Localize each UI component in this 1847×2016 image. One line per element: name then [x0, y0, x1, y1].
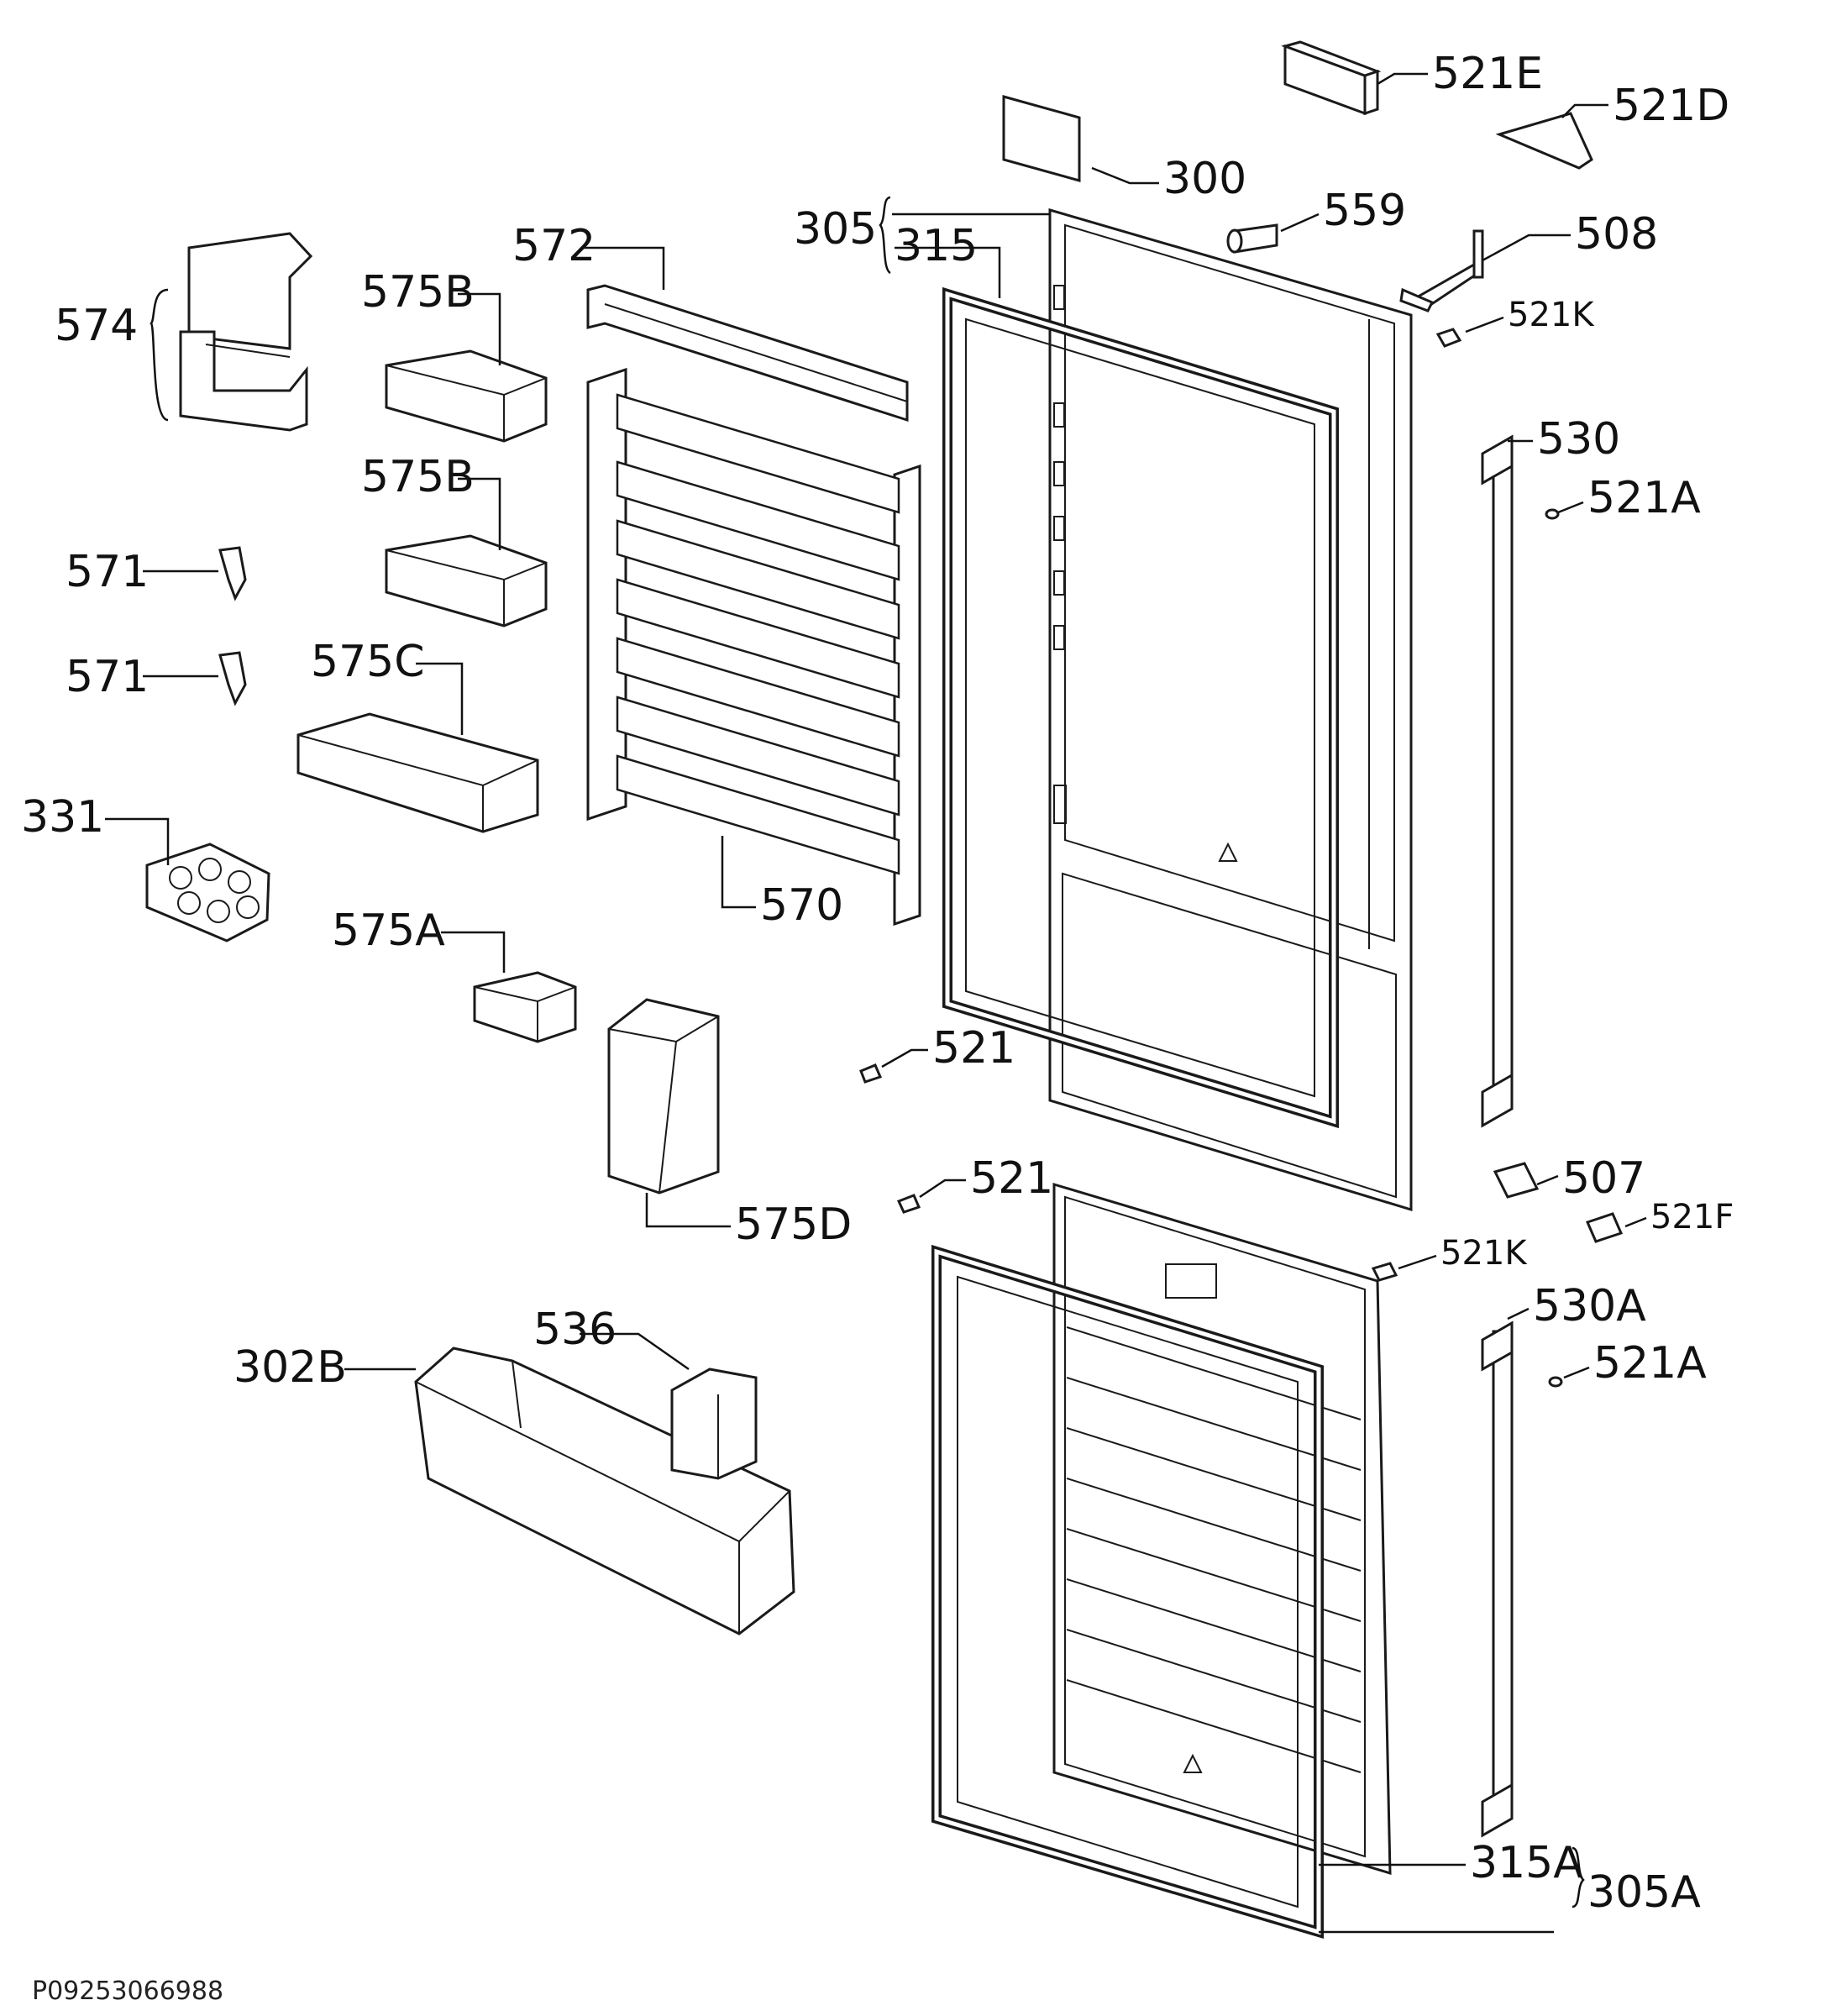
part-559-pin: [1226, 223, 1278, 254]
top-shelf-rail-572: [586, 284, 909, 423]
part-507-clip: [1493, 1162, 1540, 1199]
part-521F-clip: [1585, 1212, 1624, 1243]
label-530: 530: [1537, 414, 1620, 465]
label-507: 507: [1562, 1153, 1645, 1204]
part-536-divider: [670, 1368, 758, 1480]
part-521D-cover: [1495, 112, 1593, 170]
label-521-lower: 521: [970, 1153, 1053, 1204]
label-521K-bottom: 521K: [1440, 1234, 1528, 1273]
label-302B: 302B: [233, 1342, 347, 1393]
upper-door-gasket: [942, 286, 1339, 1129]
label-315A: 315A: [1470, 1838, 1583, 1888]
label-575B-bottom: 575B: [361, 452, 475, 502]
part-574-dairy-compartment: [179, 232, 313, 432]
label-521K-top: 521K: [1508, 296, 1595, 334]
part-575A-small-box: [473, 971, 577, 1043]
part-575C-long-box: [296, 712, 539, 833]
part-300-label-card: [1002, 95, 1081, 182]
leader-lines: [105, 72, 1647, 1934]
upper-door-panel: [1048, 208, 1413, 1212]
part-521E-hinge-cover: [1281, 40, 1382, 116]
part-530-strip: [1481, 434, 1514, 1128]
label-521-upper: 521: [932, 1023, 1015, 1074]
label-571-upper: 571: [66, 547, 149, 597]
drawing-code: P09253066988: [32, 1977, 223, 2006]
part-521K-top: [1435, 328, 1462, 348]
part-521-upper: [859, 1063, 883, 1084]
label-521D: 521D: [1613, 81, 1729, 131]
label-521A-bottom: 521A: [1593, 1338, 1707, 1389]
part-575B-box-bottom: [385, 534, 548, 627]
label-571-lower: 571: [66, 652, 149, 702]
part-521A-bottom: [1548, 1376, 1563, 1388]
label-574: 574: [55, 301, 138, 351]
label-300: 300: [1163, 154, 1246, 204]
part-521-lower: [896, 1194, 921, 1214]
lower-door-panel: [1052, 1182, 1392, 1876]
freezer-door-ribs: [1066, 1326, 1362, 1773]
part-530A-strip: [1481, 1320, 1514, 1838]
part-575D-tall-container: [607, 998, 720, 1194]
label-575D: 575D: [735, 1200, 852, 1250]
label-305: 305: [794, 204, 877, 255]
label-536: 536: [533, 1305, 617, 1355]
label-575B-top: 575B: [361, 267, 475, 318]
part-331-egg-tray: [145, 843, 270, 942]
label-315: 315: [895, 221, 978, 271]
label-575C: 575C: [311, 637, 425, 687]
label-508: 508: [1575, 209, 1658, 260]
door-vent-slots: [1053, 285, 1065, 650]
label-521E: 521E: [1432, 49, 1543, 99]
part-302B-bottle-rack: [414, 1347, 795, 1635]
label-572: 572: [512, 221, 596, 271]
label-305A: 305A: [1587, 1867, 1701, 1918]
label-575A: 575A: [332, 906, 445, 956]
part-575B-box-top: [385, 349, 548, 443]
shelf-frame-570: [586, 367, 921, 927]
label-521F: 521F: [1650, 1198, 1734, 1236]
part-508-hinge: [1399, 229, 1484, 312]
label-521A-top: 521A: [1587, 473, 1701, 523]
part-571-clip-lower: [218, 651, 247, 706]
callout-labels: 300 521E 521D 559 305 315 508 521K 572 5…: [21, 49, 1734, 1918]
part-521A-top: [1545, 508, 1560, 520]
part-571-clip-upper: [218, 546, 247, 601]
label-530A: 530A: [1533, 1281, 1646, 1331]
label-559: 559: [1323, 186, 1406, 236]
label-570: 570: [760, 880, 843, 931]
label-331: 331: [21, 792, 104, 843]
part-521K-bottom: [1371, 1262, 1398, 1282]
